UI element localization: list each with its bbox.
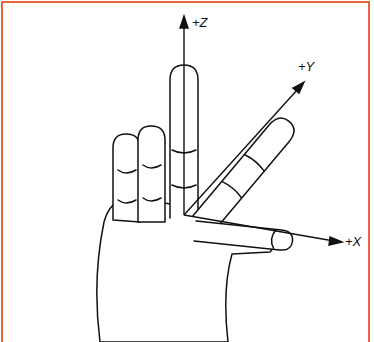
axis-label: +Y [298, 60, 314, 73]
x-axis-line [184, 215, 334, 241]
index-finger [193, 113, 299, 232]
z-axis-line [183, 24, 184, 215]
y-arrowhead [293, 82, 304, 93]
axis-label: +Z [192, 16, 208, 29]
z-arrowhead [180, 16, 188, 28]
y-axis-line [184, 89, 298, 215]
pinky-finger [113, 134, 140, 222]
frame-border [2, 2, 369, 342]
x-arrowhead [329, 237, 342, 245]
ring-finger [138, 126, 165, 222]
axis-label: +X [345, 235, 361, 248]
knuckle-lines [118, 165, 161, 203]
